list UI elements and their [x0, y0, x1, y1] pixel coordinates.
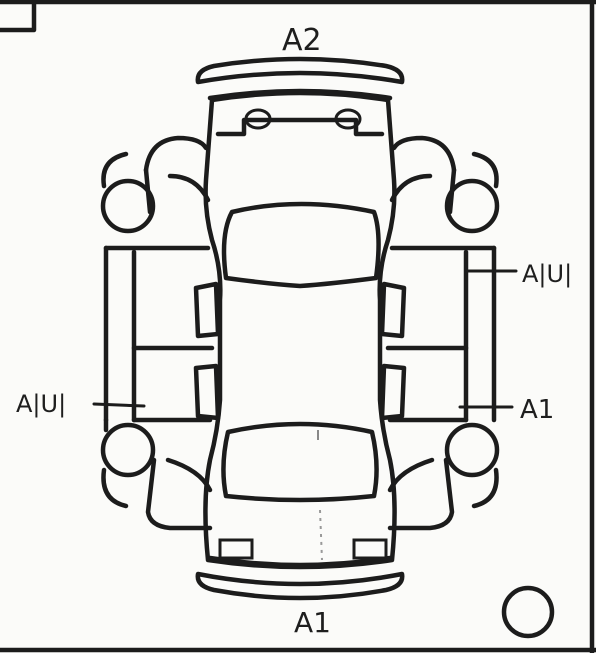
center-marks: [317, 430, 323, 561]
label-right-upper-code: A|U|: [522, 260, 572, 288]
car-body: [203, 90, 397, 570]
label-right-lower-code: A1: [520, 395, 554, 425]
circle-marker: [501, 585, 555, 639]
left-side-panel: [103, 135, 221, 531]
label-left-code: A|U|: [16, 390, 66, 418]
wheel-front-left: [100, 422, 156, 478]
label-bottom-code: A1: [294, 606, 331, 639]
wheel-rear-left: [100, 178, 156, 234]
right-side-panel: [379, 135, 497, 531]
annotation-leaders: [92, 269, 518, 409]
label-top-code: A2: [282, 23, 322, 58]
wheel-front-right: [444, 422, 500, 478]
wheels: [100, 151, 500, 509]
wheel-rear-right: [444, 178, 500, 234]
